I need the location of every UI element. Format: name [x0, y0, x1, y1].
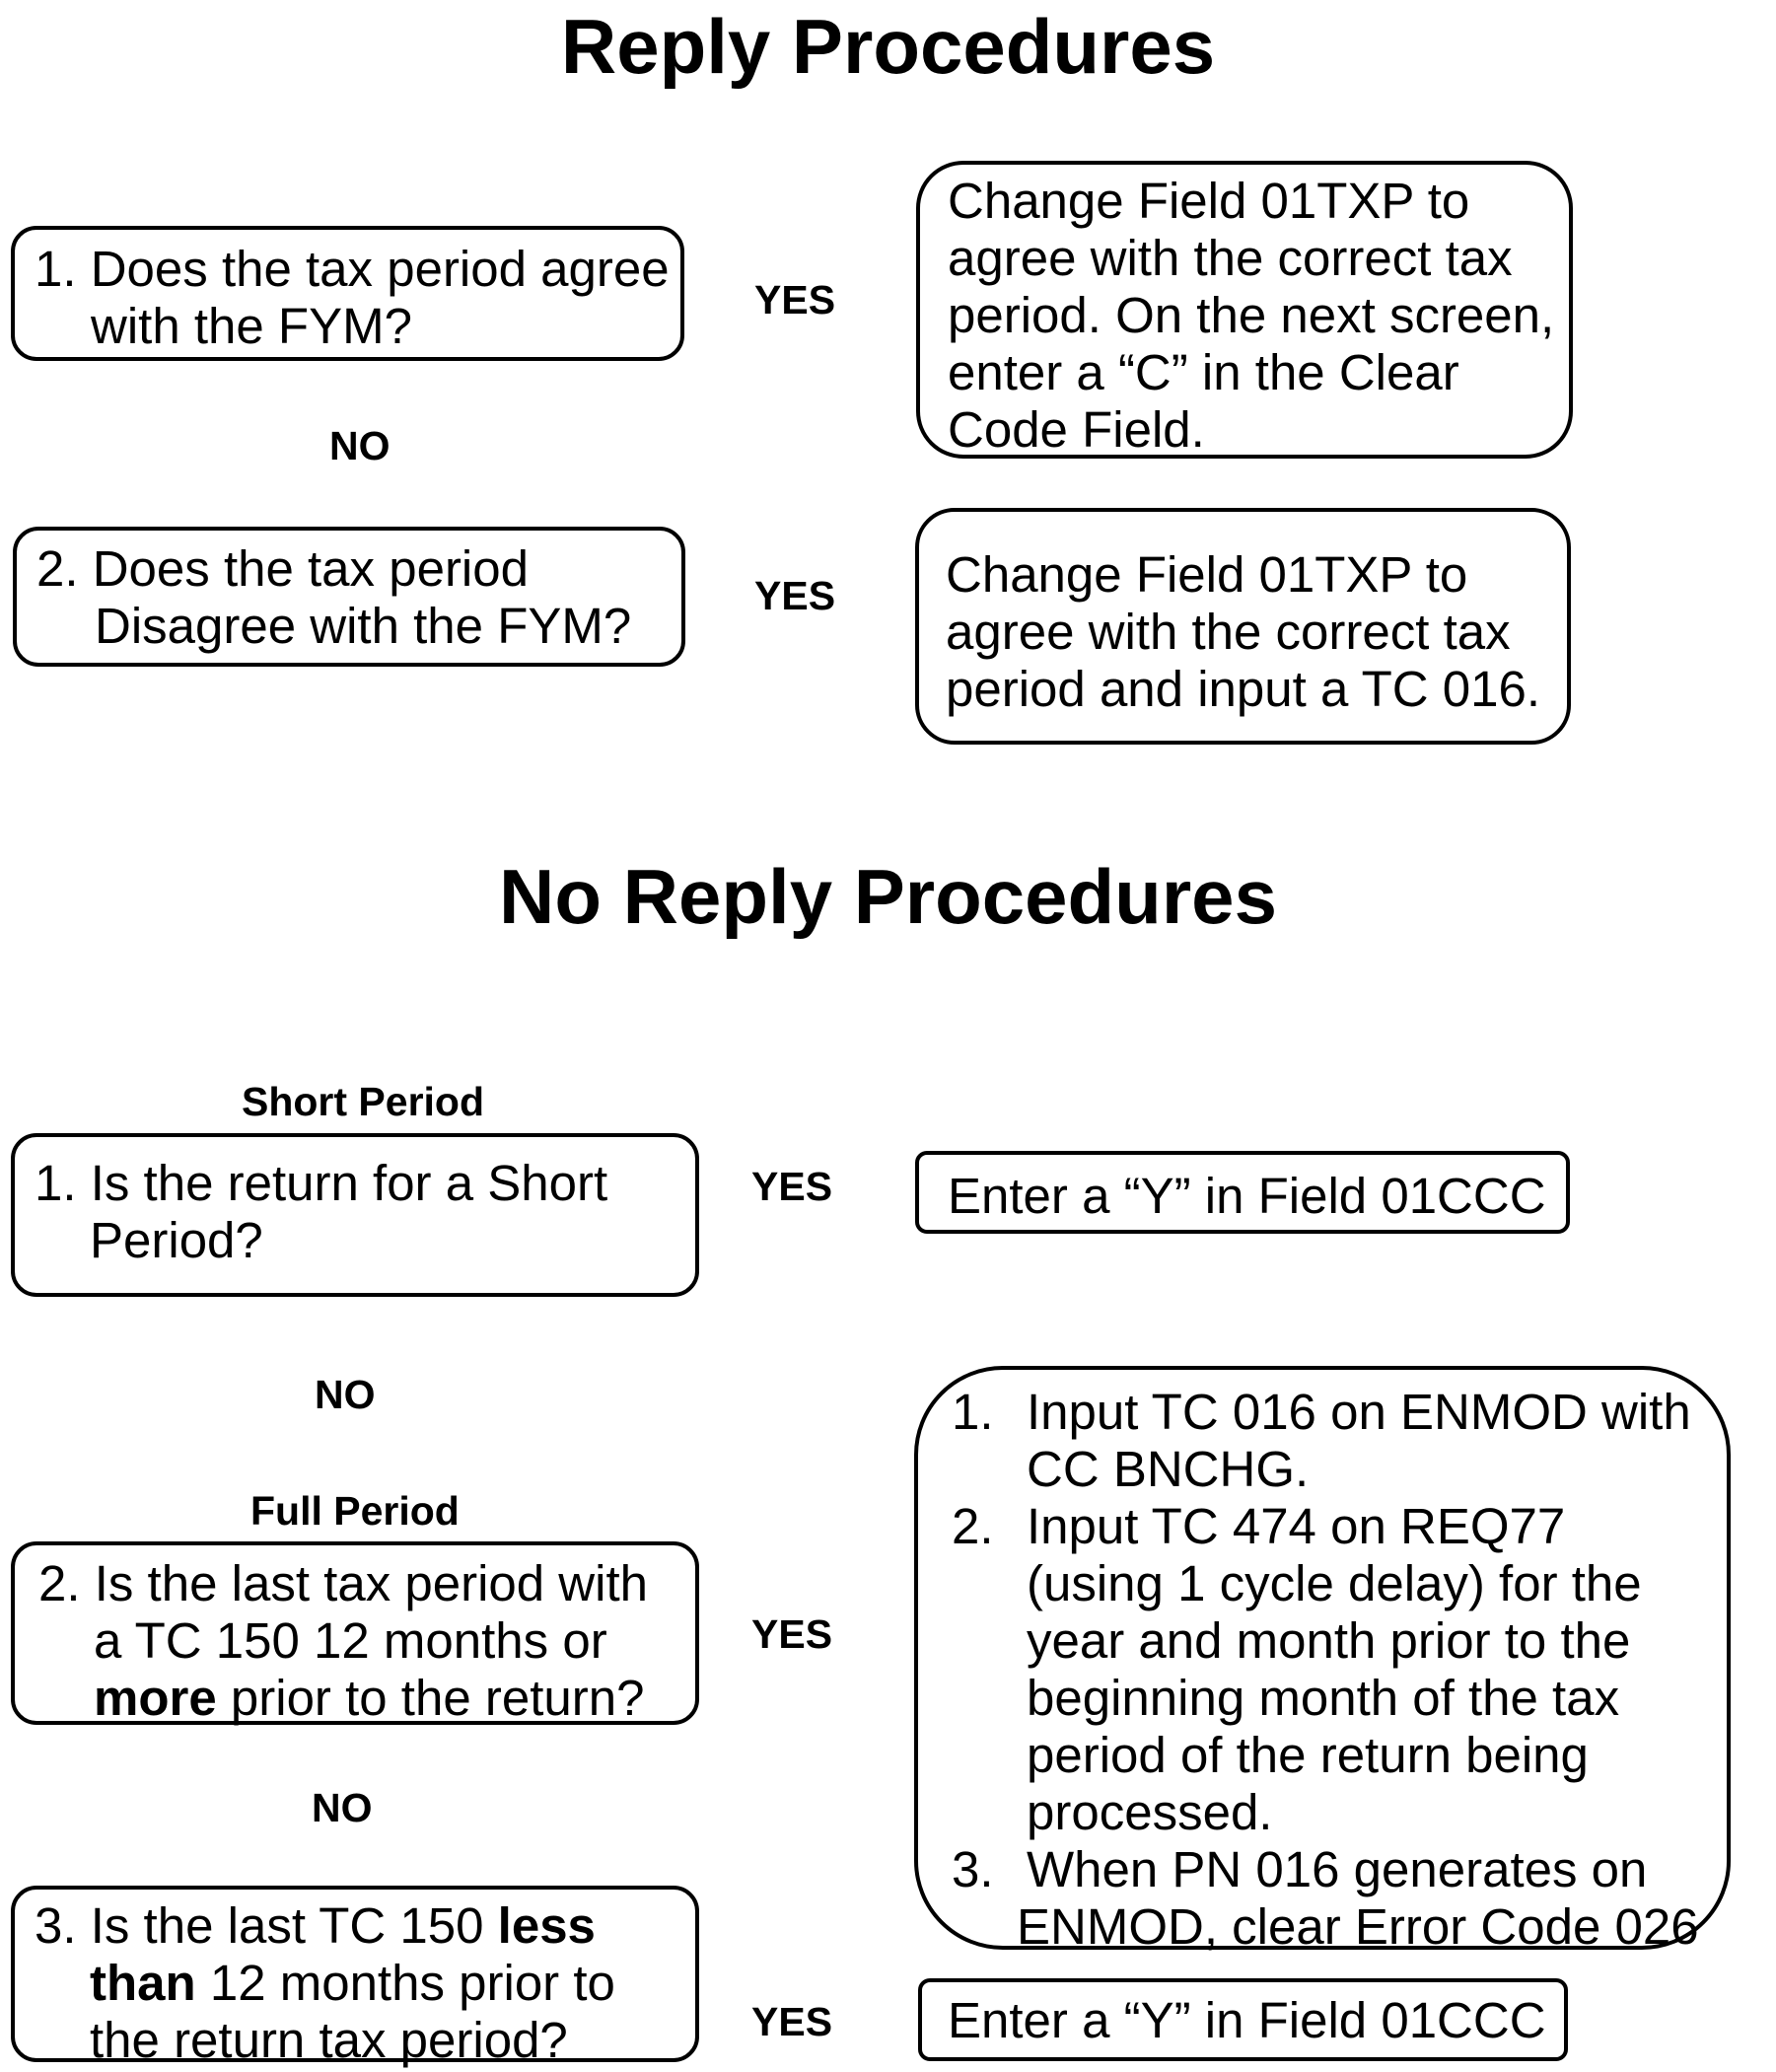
step-number: 3. — [952, 1841, 994, 1897]
no-reply-question-2-line2: a TC 150 12 months or — [94, 1612, 607, 1669]
reply-question-2-box: 2. Does the tax period Disagree with the… — [13, 527, 685, 667]
no-reply-answer-1-box: Enter a “Y” in Field 01CCC — [915, 1151, 1570, 1234]
reply-question-1-box: 1. Does the tax period agree with the FY… — [11, 226, 684, 361]
no-reply-answer-1-text: Enter a “Y” in Field 01CCC — [948, 1168, 1546, 1224]
no-reply-question-3-line1: Is the last TC 150 — [90, 1897, 498, 1954]
reply-question-1-line2: with the FYM? — [91, 298, 412, 354]
yes-label: YES — [754, 277, 836, 322]
step-line: When PN 016 generates on — [1027, 1841, 1648, 1897]
no-label: NO — [312, 1785, 373, 1830]
no-label: NO — [329, 423, 391, 468]
step-line: ENMOD, clear Error Code 026 — [1017, 1898, 1699, 1955]
emphasis-than: than — [90, 1955, 196, 2011]
step-line: processed. — [1027, 1784, 1273, 1840]
step-number: 1. — [952, 1384, 994, 1440]
reply-answer-1-line: agree with the correct tax — [948, 230, 1513, 286]
step-line: year and month prior to the — [1027, 1612, 1631, 1669]
no-reply-question-2-line3: prior to the return? — [216, 1670, 645, 1726]
no-label: NO — [315, 1372, 376, 1417]
question-number: 3. — [35, 1897, 77, 1954]
reply-question-1-line1: Does the tax period agree — [90, 241, 670, 297]
no-reply-question-2-box: 2. Is the last tax period with a TC 150 … — [11, 1541, 699, 1726]
yes-label: YES — [754, 573, 836, 618]
no-reply-answer-2-box: 1. Input TC 016 on ENMOD with CC BNCHG. … — [914, 1366, 1731, 1955]
reply-question-2-line2: Disagree with the FYM? — [95, 598, 632, 654]
short-period-label: Short Period — [242, 1079, 485, 1124]
no-reply-answer-3-text: Enter a “Y” in Field 01CCC — [948, 1992, 1546, 2048]
yes-label: YES — [751, 1611, 833, 1657]
procedure-step: 1. Input TC 016 on ENMOD with CC BNCHG. — [952, 1384, 1727, 1498]
reply-answer-2-line: Change Field 01TXP to — [946, 546, 1468, 603]
step-line: Input TC 016 on ENMOD with — [1027, 1384, 1691, 1440]
full-period-label: Full Period — [250, 1488, 460, 1534]
reply-answer-2-line: period and input a TC 016. — [946, 661, 1540, 717]
no-reply-question-2-line1: Is the last tax period with — [94, 1555, 648, 1611]
no-reply-question-1-line2: Period? — [90, 1212, 263, 1268]
step-line: CC BNCHG. — [1027, 1441, 1310, 1497]
step-line: (using 1 cycle delay) for the — [1027, 1555, 1642, 1611]
question-number: 1. — [35, 241, 77, 297]
no-reply-answer-3-box: Enter a “Y” in Field 01CCC — [918, 1978, 1568, 2061]
step-number: 2. — [952, 1498, 994, 1554]
reply-answer-2-box: Change Field 01TXP to agree with the cor… — [915, 508, 1571, 745]
no-reply-question-1-line1: Is the return for a Short — [90, 1155, 608, 1211]
no-reply-procedures-title: No Reply Procedures — [499, 853, 1277, 940]
step-line: period of the return being — [1027, 1727, 1589, 1783]
reply-procedures-title: Reply Procedures — [560, 3, 1216, 90]
emphasis-more: more — [94, 1670, 217, 1726]
no-reply-question-3-line2: 12 months prior to — [195, 1955, 615, 2011]
step-line: beginning month of the tax — [1027, 1670, 1620, 1726]
reply-answer-1-line: enter a “C” in the Clear — [948, 344, 1459, 400]
question-number: 1. — [35, 1155, 77, 1211]
no-reply-question-3-box: 3. Is the last TC 150 less than 12 month… — [11, 1886, 699, 2068]
reply-answer-1-line: period. On the next screen, — [948, 287, 1555, 343]
procedure-step: 3. When PN 016 generates on ENMOD, clear… — [952, 1841, 1727, 1956]
reply-answer-1-line: Change Field 01TXP to — [948, 173, 1470, 229]
emphasis-less: less — [497, 1897, 596, 1954]
yes-label: YES — [751, 1999, 833, 2044]
step-line: Input TC 474 on REQ77 — [1027, 1498, 1566, 1554]
reply-question-2-line1: Does the tax period — [92, 540, 529, 597]
reply-answer-1-line: Code Field. — [948, 401, 1205, 458]
question-number: 2. — [36, 540, 79, 597]
procedure-step: 2. Input TC 474 on REQ77 (using 1 cycle … — [952, 1498, 1727, 1841]
yes-label: YES — [751, 1164, 833, 1209]
reply-answer-2-line: agree with the correct tax — [946, 604, 1511, 660]
reply-answer-1-box: Change Field 01TXP to agree with the cor… — [916, 161, 1573, 459]
question-number: 2. — [38, 1555, 81, 1611]
no-reply-question-3-line3: the return tax period? — [90, 2012, 568, 2068]
no-reply-question-1-box: 1. Is the return for a Short Period? — [11, 1133, 699, 1297]
procedure-steps-list: 1. Input TC 016 on ENMOD with CC BNCHG. … — [952, 1384, 1727, 1956]
